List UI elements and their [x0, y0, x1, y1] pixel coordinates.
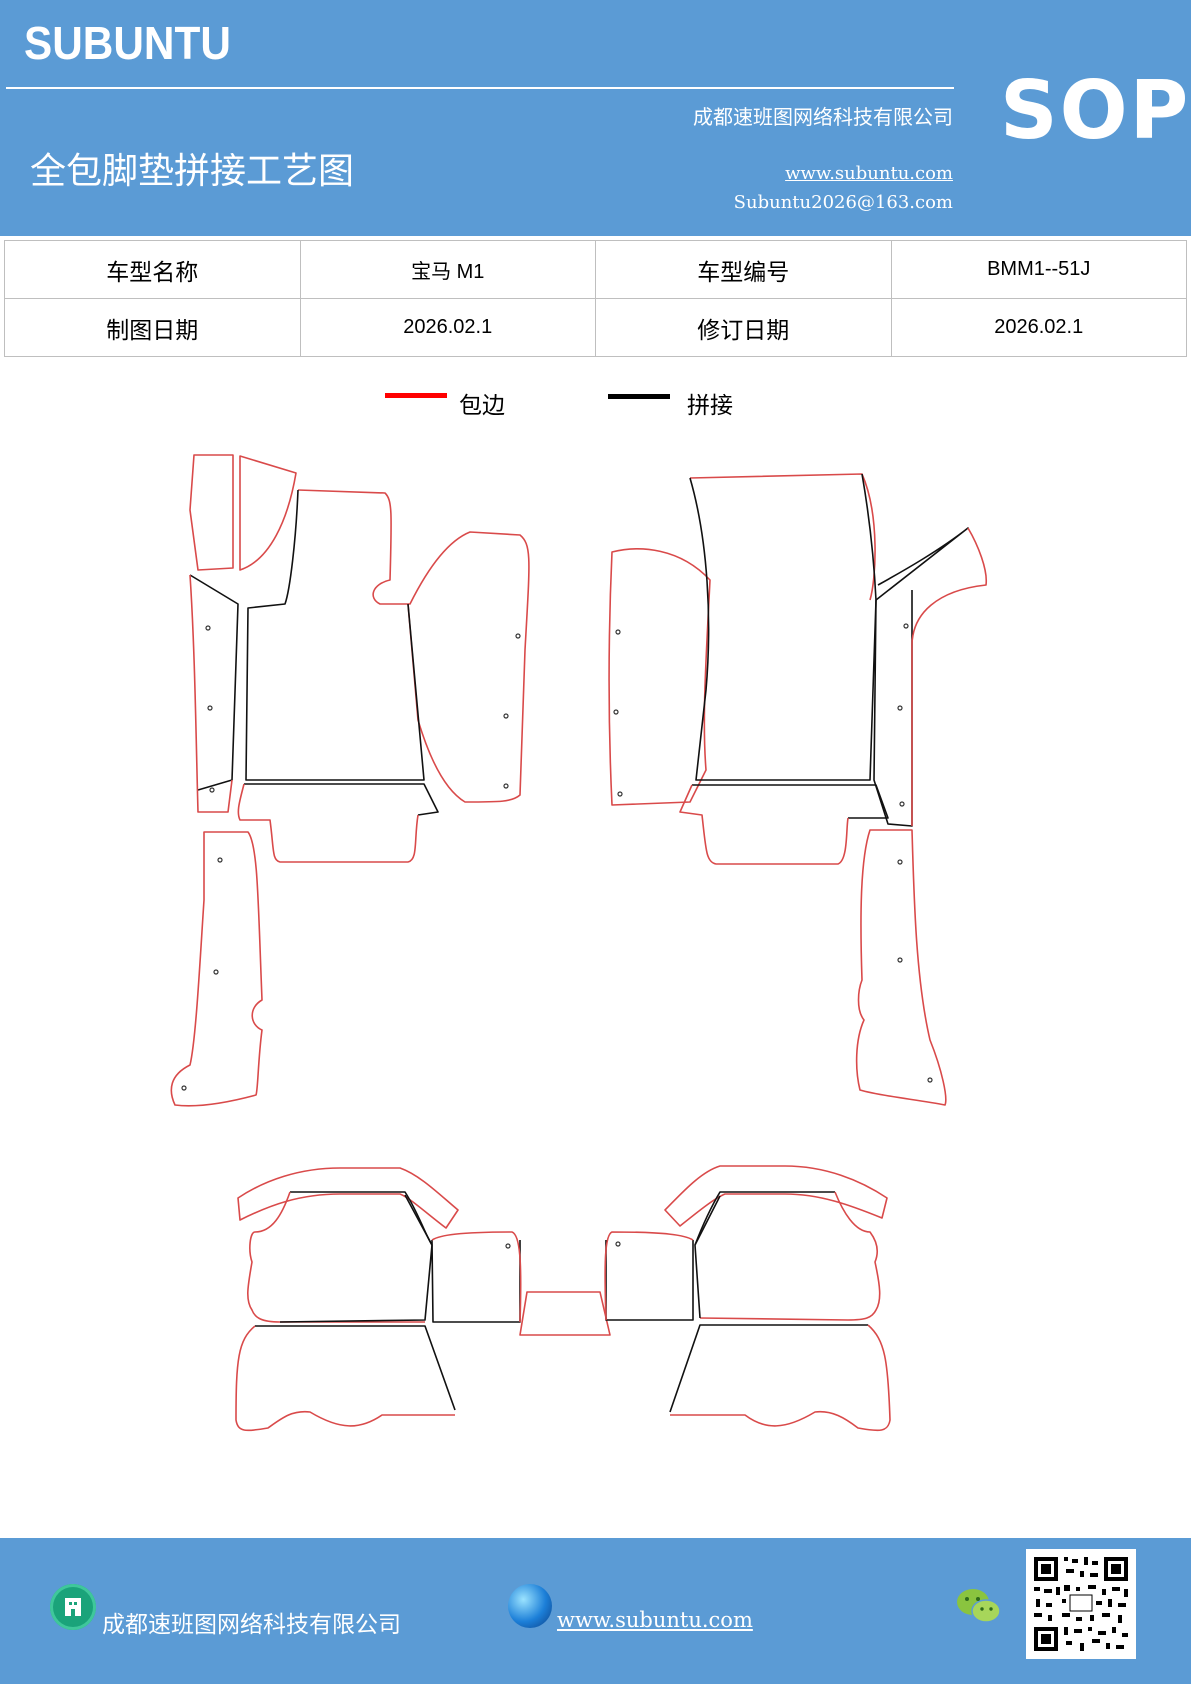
model-name-label: 车型名称: [4, 240, 301, 299]
fixing-holes: [181, 623, 933, 1249]
info-table: 车型名称 宝马 M1 车型编号 BMM1--51J 制图日期 2026.02.1…: [4, 240, 1187, 357]
draw-date-value: 2026.02.1: [299, 298, 596, 357]
qr-code[interactable]: [1026, 1549, 1136, 1659]
header-divider: [6, 87, 954, 89]
header-email: Subuntu2026@163.com: [733, 192, 953, 213]
model-code-value: BMM1--51J: [890, 240, 1187, 299]
footer-url-link[interactable]: www.subuntu.com: [557, 1608, 753, 1632]
building-icon: [50, 1584, 96, 1630]
brand-logo: SUBUNTU: [24, 17, 231, 69]
header-banner: [0, 0, 1191, 236]
front-right-mat-group: [608, 473, 988, 1106]
revise-date-value: 2026.02.1: [890, 298, 1187, 357]
globe-icon: [508, 1584, 552, 1628]
legend-edge-swatch: [385, 393, 447, 398]
sop-label: SOP: [1000, 64, 1191, 157]
header-url-link[interactable]: www.subuntu.com: [785, 163, 953, 184]
front-left-mat-group: [170, 454, 530, 1107]
legend-edge-label: 包边: [459, 393, 505, 419]
rear-left-mat-group: [235, 1167, 611, 1432]
table-row: 制图日期 2026.02.1 修订日期 2026.02.1: [4, 298, 1187, 357]
revise-date-label: 修订日期: [595, 298, 892, 357]
header-company: 成都速班图网络科技有限公司: [693, 105, 953, 129]
draw-date-label: 制图日期: [4, 298, 301, 357]
rear-right-mat-group: [604, 1165, 891, 1432]
page-title: 全包脚垫拼接工艺图: [30, 151, 355, 192]
model-code-label: 车型编号: [595, 240, 892, 299]
table-row: 车型名称 宝马 M1 车型编号 BMM1--51J: [4, 240, 1187, 299]
footer-company: 成都速班图网络科技有限公司: [102, 1612, 401, 1638]
model-name-value: 宝马 M1: [299, 240, 596, 299]
legend-splice-label: 拼接: [687, 393, 733, 419]
wechat-icon[interactable]: [955, 1586, 1003, 1626]
legend-splice-swatch: [608, 394, 670, 399]
